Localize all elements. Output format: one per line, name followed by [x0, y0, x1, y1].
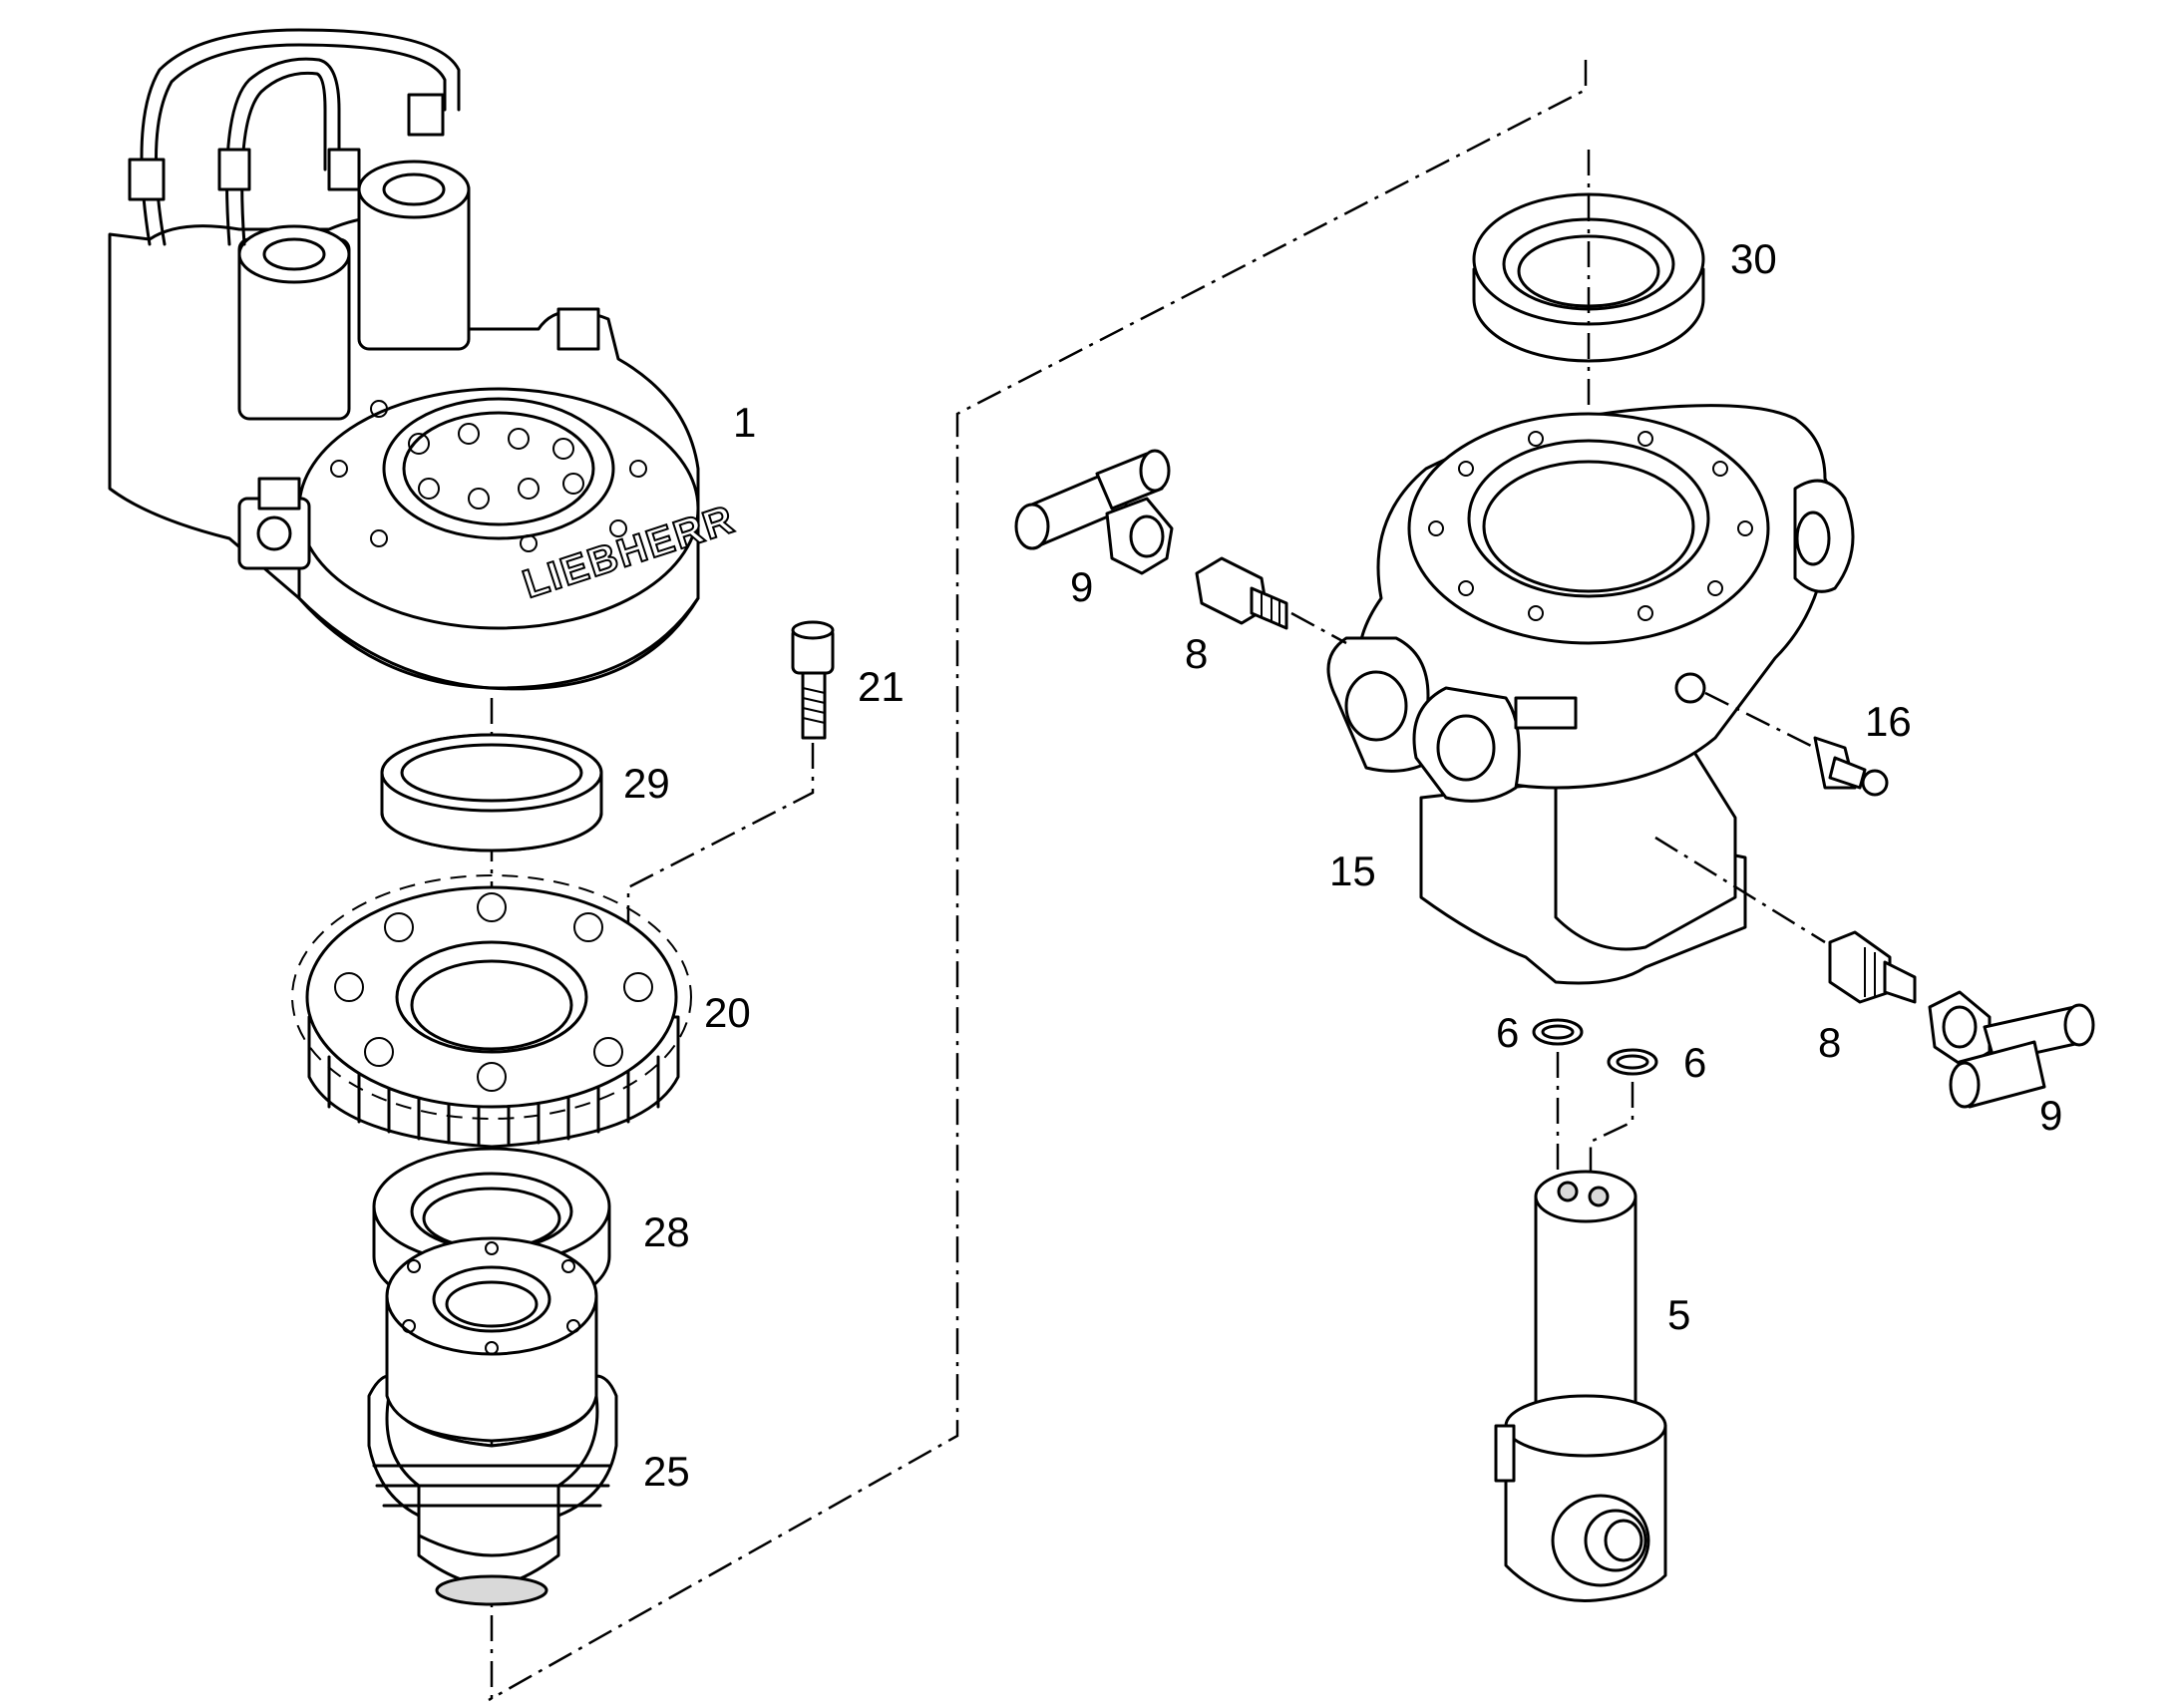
callout-9-upper: 9 — [1070, 563, 1093, 610]
callout-29: 29 — [623, 760, 670, 807]
callout-labels: 1 30 9 8 21 29 16 15 20 6 6 8 9 28 5 25 — [623, 235, 2062, 1495]
part-8-nipple-lower — [1654, 836, 1917, 1004]
callout-8-lower: 8 — [1818, 1019, 1841, 1066]
callout-25: 25 — [643, 1448, 690, 1495]
callout-15: 15 — [1329, 848, 1376, 894]
part-6-o-rings — [1532, 1018, 1658, 1172]
part-5-shaft — [1494, 1170, 1667, 1603]
assembly-boundary-line — [488, 60, 1588, 1702]
callout-28: 28 — [643, 1208, 690, 1255]
callout-21: 21 — [858, 663, 905, 710]
part-9-tee-fitting-upper — [1014, 449, 1174, 575]
part-29-ring — [380, 733, 603, 853]
part-21-bolt — [626, 620, 835, 957]
part-16-grease-nipple — [1704, 691, 1889, 797]
callout-30: 30 — [1730, 235, 1777, 282]
callout-5: 5 — [1667, 1291, 1690, 1338]
part-20-gear — [291, 874, 692, 1149]
callout-6-right: 6 — [1683, 1039, 1706, 1086]
callout-6-left: 6 — [1496, 1009, 1519, 1056]
part-15-swivel-housing — [1326, 404, 1855, 985]
callout-20: 20 — [704, 989, 751, 1036]
callout-1: 1 — [733, 399, 756, 446]
callout-9-lower: 9 — [2039, 1092, 2062, 1139]
part-9-tee-fitting-lower — [1928, 990, 2095, 1109]
part-8-nipple-upper — [1195, 556, 1347, 645]
callout-16: 16 — [1865, 698, 1912, 745]
callout-8-upper: 8 — [1185, 630, 1208, 677]
part-25-hub — [367, 1236, 618, 1606]
part-1-rotary-actuator: LIEBHERR — [108, 28, 741, 691]
